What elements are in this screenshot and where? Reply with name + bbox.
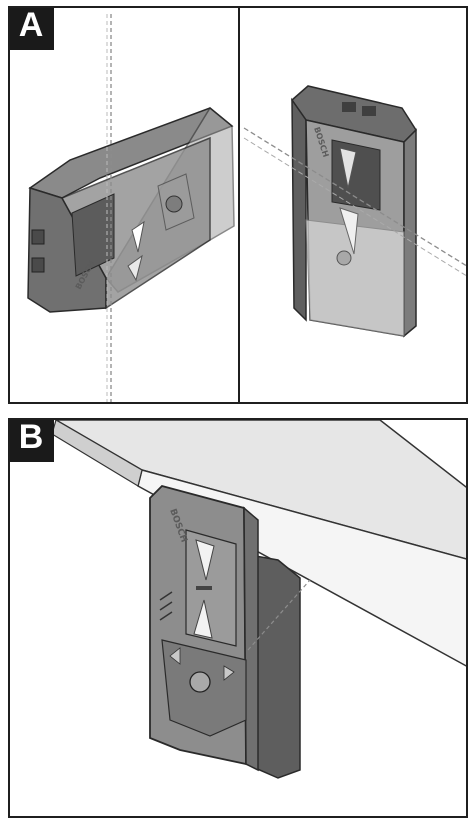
receiver-on-rail: BOSCH xyxy=(149,484,301,779)
panel-a-divider xyxy=(238,8,240,402)
panel-a: A BOSCH xyxy=(8,6,468,404)
horizontal-laser-line xyxy=(243,127,466,267)
receiver-laser-line xyxy=(247,579,311,651)
panel-a-label: A xyxy=(10,8,54,50)
receiver-vertical: BOSCH xyxy=(290,85,417,338)
receiver-horizontal: BOSCH xyxy=(27,106,235,313)
panel-b: B B xyxy=(8,418,468,818)
panel-a-illustration: BOSCH BOSCH xyxy=(27,14,466,402)
panel-b-label: B xyxy=(10,420,54,462)
panel-b-illustration: BOSCH xyxy=(51,420,466,779)
